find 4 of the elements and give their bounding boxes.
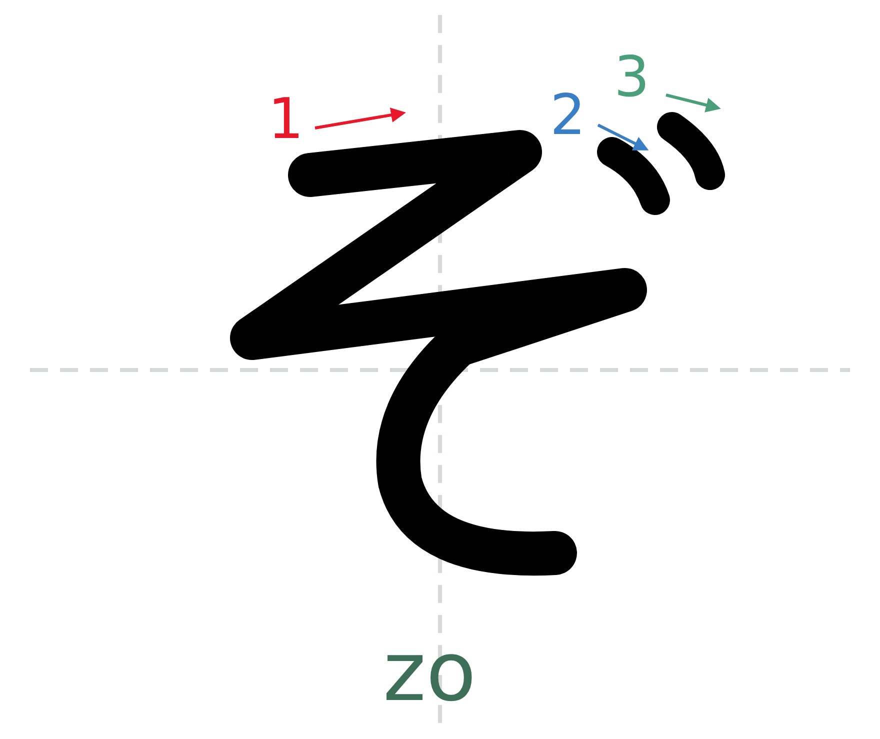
stroke-number: 2 [550,88,586,144]
stroke-number: 3 [614,50,650,106]
romanization-label: zo [383,632,476,714]
stroke-number: 1 [268,92,304,148]
